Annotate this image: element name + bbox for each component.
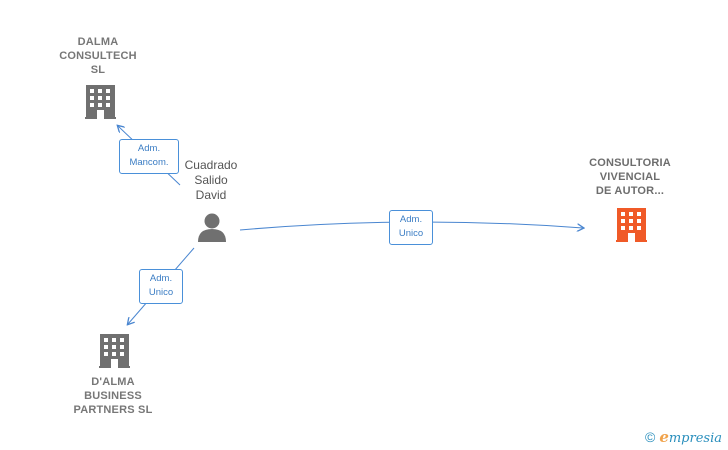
node-label-dalma-consultech[interactable]: DALMA CONSULTECH SL	[59, 36, 137, 76]
node-label-consultoria-vivencial[interactable]: CONSULTORIA VIVENCIAL DE AUTOR...	[589, 157, 671, 197]
building-icon[interactable]	[99, 334, 130, 368]
edge-label-adm-unico-consultoria: Adm. Unico	[389, 210, 433, 245]
person-icon[interactable]	[198, 213, 226, 243]
building-icon[interactable]	[85, 85, 116, 119]
node-label-cuadrado-salido-david[interactable]: Cuadrado Salido David	[184, 158, 238, 202]
building-icon[interactable]	[616, 208, 647, 242]
edge-label-adm-mancom: Adm. Mancom.	[119, 139, 179, 174]
copyright-icon: ©	[644, 429, 656, 445]
node-label-dalma-business-partners[interactable]: D'ALMA BUSINESS PARTNERS SL	[73, 376, 153, 416]
edge-label-adm-unico-dalma-business: Adm. Unico	[139, 269, 183, 304]
brand-name: mpresia	[668, 431, 722, 446]
brand-initial: e	[659, 428, 669, 446]
empresia-logo[interactable]: © empresia	[645, 428, 722, 446]
